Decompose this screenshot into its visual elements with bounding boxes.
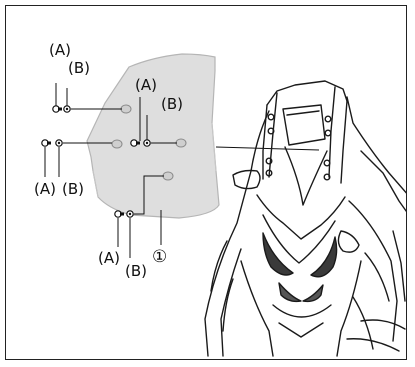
- mount-alignment-line: [215, 146, 320, 151]
- bolt-set-middle-left: [41, 139, 112, 177]
- bolt-a-icon: [41, 139, 51, 147]
- washer-b-icon: [143, 139, 151, 147]
- motorcycle-front-cowl: [204, 80, 406, 357]
- bolt-set-top-left: [52, 83, 122, 113]
- bolt-a-icon: [130, 139, 140, 147]
- label-bolt-a-left: (A): [34, 180, 56, 198]
- windscreen-installation-diagram: [41, 53, 406, 357]
- label-bolt-a-top: (A): [49, 41, 71, 59]
- label-washer-b-upper-right: (B): [161, 95, 183, 113]
- label-windscreen-ref: ①: [152, 247, 168, 267]
- washer-b-icon: [126, 210, 134, 218]
- bolt-set-bottom: [114, 175, 164, 258]
- label-washer-b-left: (B): [62, 180, 84, 198]
- diagram-frame: (A) (B) (A) (B) (A) (B) (A) (B) ①: [5, 5, 407, 360]
- bolt-set-top-right: [130, 97, 177, 147]
- bolt-a-icon: [52, 105, 62, 113]
- washer-b-icon: [63, 105, 71, 113]
- label-washer-b-top: (B): [68, 59, 90, 77]
- label-washer-b-bottom: (B): [125, 262, 147, 280]
- washer-b-icon: [55, 139, 63, 147]
- label-bolt-a-upper-right: (A): [135, 76, 157, 94]
- label-bolt-a-bottom: (A): [98, 249, 120, 267]
- bolt-a-icon: [114, 210, 124, 218]
